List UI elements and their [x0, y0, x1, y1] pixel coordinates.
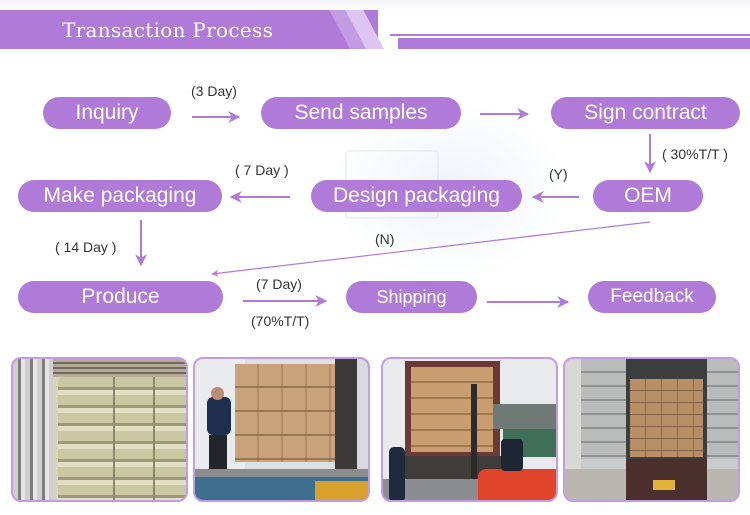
- label-produce-to-shipping-payment: (70%T/T): [251, 313, 310, 329]
- step-inquiry[interactable]: Inquiry: [43, 97, 171, 129]
- label-oem-yes: (Y): [549, 166, 568, 182]
- step-shipping[interactable]: Shipping: [346, 281, 477, 313]
- photo-sacks-in-container: [11, 357, 188, 502]
- label-oem-no: (N): [375, 231, 395, 247]
- step-send-samples[interactable]: Send samples: [261, 97, 461, 129]
- step-make-packaging[interactable]: Make packaging: [18, 180, 222, 212]
- step-produce[interactable]: Produce: [18, 281, 223, 313]
- header-banner: [0, 10, 378, 49]
- header-rule-thick: [398, 38, 750, 49]
- step-sign-contract[interactable]: Sign contract: [551, 97, 740, 129]
- page-title: Transaction Process: [62, 18, 274, 42]
- label-inquiry-to-samples: (3 Day): [191, 83, 237, 99]
- label-contract-to-oem: ( 30%T/T ): [662, 146, 728, 162]
- label-make-to-produce: ( 14 Day ): [55, 239, 117, 255]
- step-design-packaging[interactable]: Design packaging: [311, 180, 522, 212]
- header-background: [0, 0, 750, 10]
- header-rule-thin: [390, 34, 750, 36]
- step-oem[interactable]: OEM: [593, 180, 703, 212]
- photo-loaded-container-rear: [563, 357, 740, 502]
- label-produce-to-shipping-time: (7 Day): [256, 276, 302, 292]
- photo-worker-loading-boxes: [193, 357, 370, 502]
- photo-forklift-loading-truck: [381, 357, 558, 502]
- step-feedback[interactable]: Feedback: [588, 281, 716, 313]
- label-design-to-make: ( 7 Day ): [235, 162, 289, 178]
